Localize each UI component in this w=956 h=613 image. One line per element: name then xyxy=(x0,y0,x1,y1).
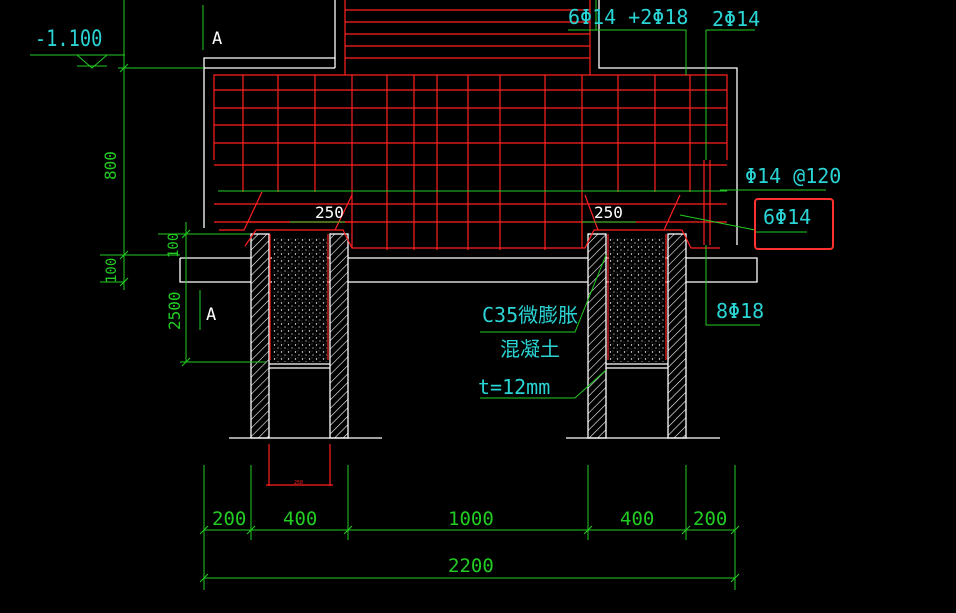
dim-ticks xyxy=(119,63,740,583)
dim-800: 800 xyxy=(101,151,120,180)
section-mark-top: A xyxy=(212,29,222,49)
structure-outline xyxy=(179,0,758,439)
column-rebars xyxy=(344,0,591,75)
concrete-label-2: 混凝土 xyxy=(500,337,560,361)
annotations: -1.100 A A 6Φ14 +2Φ18 2Φ14 Φ14 @120 6Φ14… xyxy=(35,5,841,399)
dim-tiny: 250 xyxy=(294,480,303,486)
pile-left-wall-a xyxy=(250,233,270,439)
base-slab xyxy=(179,257,758,283)
dim-100-left: 100 xyxy=(104,258,120,283)
dim-250-right: 250 xyxy=(594,203,623,222)
highlighted-rebar-label: 6Φ14 xyxy=(763,205,811,229)
column-outline-right xyxy=(598,0,738,245)
dim-400-right: 400 xyxy=(620,508,654,530)
stirrups xyxy=(242,75,691,250)
dim-100-side: 100 xyxy=(166,233,182,258)
dim-400-left: 400 xyxy=(283,508,317,530)
thickness-label: t=12mm xyxy=(478,375,550,399)
pile-right-wall-a xyxy=(587,233,607,439)
dim-200-right: 200 xyxy=(693,508,727,530)
dim-1000: 1000 xyxy=(448,508,494,530)
top-rebar-label: 6Φ14 +2Φ18 xyxy=(568,5,688,29)
dim-200-left: 200 xyxy=(212,508,246,530)
elevation-label: -1.100 xyxy=(35,26,103,52)
concrete-label-1: C35微膨胀 xyxy=(482,303,578,327)
bottom-bent-rebar xyxy=(219,191,263,231)
stirrup-label: Φ14 @120 xyxy=(745,164,841,188)
highlight-box[interactable] xyxy=(754,198,834,250)
cap-outer-rebar xyxy=(213,74,728,160)
section-mark-bottom: A xyxy=(206,305,216,325)
dim-2200: 2200 xyxy=(448,555,494,577)
pile-left-core xyxy=(272,238,327,362)
dim-2500: 2500 xyxy=(165,291,184,330)
dimension-lines xyxy=(30,0,826,590)
pile-left-wall-b xyxy=(329,233,349,439)
rebar-cage xyxy=(213,0,728,486)
dimension-texts: 800 100 100 2500 250 250 250 200 400 100… xyxy=(101,151,727,577)
column-outline-left xyxy=(203,0,336,228)
pile-right-wall-b xyxy=(667,233,687,439)
bottom-rebar-label: 8Φ18 xyxy=(716,299,764,323)
pile-right-core xyxy=(609,238,665,362)
dim-250-left: 250 xyxy=(315,203,344,222)
side-rebar-label: 2Φ14 xyxy=(712,7,760,31)
